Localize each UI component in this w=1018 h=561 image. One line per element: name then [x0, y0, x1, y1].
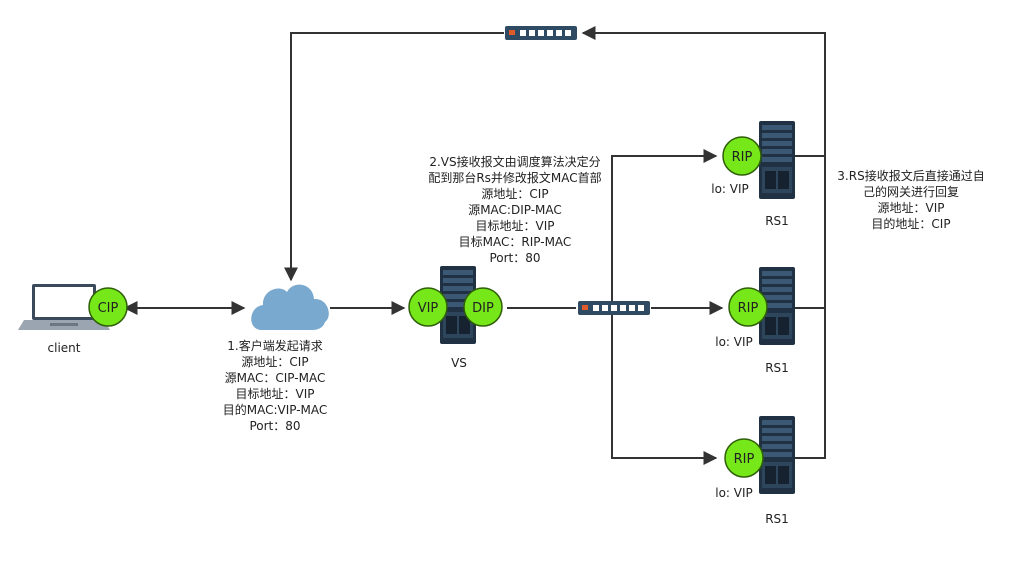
rs-bottom-server-icon: [759, 416, 795, 494]
rs-bottom-return: [581, 26, 826, 459]
step3-line-4: 目的地址：CIP: [871, 216, 950, 231]
step1-line-6: Port：80: [249, 419, 300, 433]
rs-mid-label: RS1: [765, 361, 789, 375]
step3-line-3: 源地址：VIP: [878, 201, 945, 215]
step2-line-7: Port：80: [489, 251, 540, 265]
vs-dip-label: DIP: [472, 301, 494, 316]
client-label: client: [48, 341, 81, 355]
step2-line-2: 配到那台Rs并修改报文MAC首部: [428, 170, 601, 185]
rs-mid-rip-badge: RIP: [728, 287, 768, 327]
rs-top-rip-badge: RIP: [722, 136, 762, 176]
vs-vip-badge: VIP: [408, 287, 448, 327]
step2-line-1: 2.VS接收报文由调度算法决定分: [429, 154, 600, 169]
step3-line-1: 3.RS接收报文后直接通过自: [837, 168, 984, 183]
step1-line-2: 源地址：CIP: [241, 355, 308, 369]
connectors: [123, 26, 826, 465]
rs-bottom-rip-label: RIP: [734, 452, 755, 467]
vs-label: VS: [451, 356, 467, 370]
step2-annotation: 2.VS接收报文由调度算法决定分 配到那台Rs并修改报文MAC首部 源地址：CI…: [428, 154, 601, 265]
middle-switch-icon: [578, 301, 650, 315]
rs-top-rip-label: RIP: [732, 150, 753, 165]
rs-top-lo-label: lo: VIP: [711, 182, 749, 196]
switch-rs-top-link: [611, 149, 718, 308]
step2-line-4: 源MAC:DIP-MAC: [468, 203, 562, 217]
cloud-icon: [251, 284, 329, 330]
rs-bottom-lo-label: lo: VIP: [715, 486, 753, 500]
step1-annotation: 1.客户端发起请求 源地址：CIP 源MAC：CIP-MAC 目标地址：VIP …: [223, 338, 328, 433]
step2-line-5: 目标地址：VIP: [476, 219, 555, 233]
step1-line-1: 1.客户端发起请求: [227, 338, 322, 353]
step3-annotation: 3.RS接收报文后直接通过自 己的网关进行回复 源地址：VIP 目的地址：CIP: [837, 168, 984, 231]
step1-line-5: 目的MAC:VIP-MAC: [223, 402, 328, 417]
vs-vip-label: VIP: [418, 301, 439, 316]
step1-line-4: 目标地址：VIP: [236, 387, 315, 401]
step3-line-2: 己的网关进行回复: [863, 184, 959, 199]
vs-dip-badge: DIP: [463, 287, 503, 327]
client-cip-badge: CIP: [88, 287, 128, 327]
step2-line-3: 源地址：CIP: [481, 187, 548, 201]
switch-rs-bottom-link: [611, 308, 718, 465]
rs-bottom-rip-badge: RIP: [724, 438, 764, 478]
rs-top-server-icon: [759, 121, 795, 199]
rs-mid-lo-label: lo: VIP: [715, 335, 753, 349]
top-switch-icon: [505, 26, 577, 40]
laptop-icon: [18, 284, 110, 330]
client-cip-label: CIP: [98, 301, 119, 316]
step1-line-3: 源MAC：CIP-MAC: [225, 371, 326, 385]
rs-top-label: RS1: [765, 214, 789, 228]
rs-bottom-label: RS1: [765, 512, 789, 526]
step2-line-6: 目标MAC：RIP-MAC: [459, 235, 572, 249]
rs-mid-rip-label: RIP: [738, 301, 759, 316]
switch-top-to-cloud: [284, 32, 504, 282]
